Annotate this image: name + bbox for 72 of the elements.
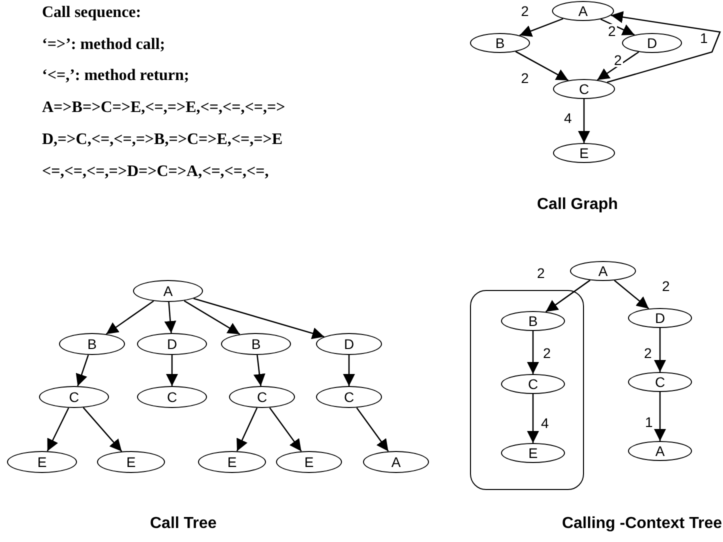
arrow (527, 331, 539, 374)
arrow (654, 392, 666, 441)
arrow (596, 51, 640, 81)
call-sequence-line: Call sequence: (42, 5, 142, 21)
edge-label: 2 (542, 346, 552, 360)
ellipse-node: A (628, 441, 692, 461)
ellipse-node: D (316, 333, 382, 355)
arrow (269, 407, 302, 452)
ellipse-node: E (198, 451, 266, 473)
arrow (253, 354, 266, 386)
ellipse-node: B (221, 333, 291, 355)
arrow (545, 280, 590, 312)
edge-label: 2 (607, 24, 617, 38)
arrow (654, 328, 666, 372)
ellipse-node: E (7, 451, 77, 473)
figure-caption: Call Graph (537, 197, 618, 213)
figure-caption: Call Tree (150, 516, 217, 532)
ellipse-node: C (137, 386, 207, 408)
arrow (46, 408, 70, 452)
edge-label: 4 (563, 111, 573, 125)
arrow (515, 50, 569, 81)
ellipse-node: E (97, 451, 165, 473)
ellipse-node: C (501, 374, 565, 394)
edge-label: 1 (644, 415, 654, 429)
arrow (236, 408, 258, 452)
ellipse-node: E (501, 443, 565, 463)
edge-label: 2 (536, 266, 546, 280)
ellipse-node: E (553, 143, 615, 163)
edge-label: 2 (643, 346, 653, 360)
ellipse-node: B (59, 333, 125, 355)
ellipse-node: A (363, 451, 429, 473)
arrow (106, 300, 154, 335)
arrow (164, 302, 176, 334)
ellipse-node: A (552, 1, 614, 21)
arrow (193, 298, 324, 340)
arrow (166, 355, 178, 386)
edge-label: 4 (540, 416, 550, 430)
ellipse-node: D (628, 308, 692, 328)
ellipse-node: C (39, 386, 109, 408)
edge-label: 2 (520, 4, 530, 18)
ellipse-node: A (570, 261, 636, 281)
arrow (82, 407, 122, 452)
ellipse-node: B (470, 33, 530, 53)
arrow (76, 354, 89, 386)
arrow (606, 11, 721, 83)
ellipse-node: D (622, 33, 682, 53)
ellipse-node: C (553, 79, 615, 99)
arrow (184, 300, 240, 335)
ellipse-node: A (133, 280, 203, 302)
ellipse-node: C (316, 386, 382, 408)
ellipse-node: B (501, 311, 565, 331)
call-sequence-line: <=,<=,<=,=>D=>C=>A,<=,<=,<=, (42, 164, 269, 180)
call-sequence-line: ‘=>’: method call; (42, 37, 166, 53)
figure-caption: Calling -Context Tree (562, 516, 722, 532)
ellipse-node: D (137, 333, 207, 355)
arrow (614, 280, 650, 310)
edge-label: 1 (699, 31, 709, 45)
arrow (600, 18, 635, 36)
arrow (527, 394, 539, 443)
ellipse-node: C (229, 386, 295, 408)
arrow (578, 99, 590, 143)
edge-label: 2 (661, 279, 671, 293)
call-sequence-line: ‘<=,’: method return; (42, 68, 190, 84)
call-sequence-line: A=>B=>C=>E,<=,=>E,<=,<=,<=,=> (42, 100, 286, 116)
edge-label: 2 (520, 71, 530, 85)
arrow (356, 407, 389, 452)
edge-label: 2 (613, 53, 623, 67)
call-sequence-line: D,=>C,<=,<=,=>B,=>C=>E,<=,=>E (42, 132, 283, 148)
arrow (343, 355, 355, 386)
ellipse-node: E (276, 451, 342, 473)
ellipse-node: C (628, 372, 692, 392)
arrow (519, 18, 564, 37)
